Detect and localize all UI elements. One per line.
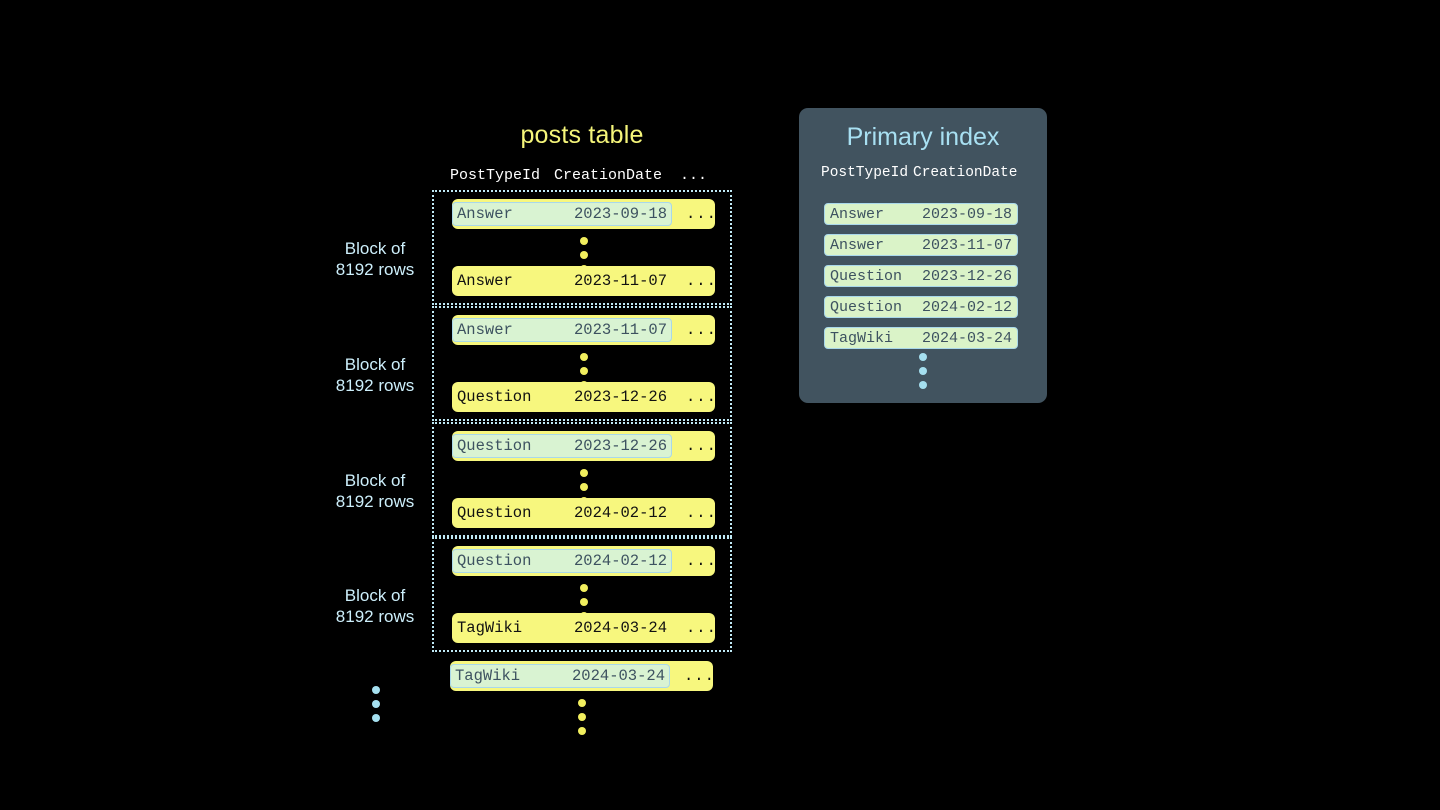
block-3: Question 2023-12-26 ... Question 2024-02… [432, 422, 732, 537]
block-1: Answer 2023-09-18 ... Answer 2023-11-07 … [432, 190, 732, 305]
blocks-continuation-dots [372, 686, 380, 722]
index-row: Question 2024-02-12 [824, 296, 1018, 318]
row-creationdate: 2023-11-07 [573, 321, 667, 339]
index-creationdate: 2024-02-12 [921, 298, 1012, 316]
table-row: Answer 2023-11-07 ... [452, 315, 717, 345]
index-creationdate: 2023-12-26 [921, 267, 1012, 285]
row-creationdate: 2023-12-26 [573, 437, 667, 455]
index-posttypeid: Answer [830, 205, 885, 223]
index-creationdate: 2023-09-18 [921, 205, 1012, 223]
row-posttypeid: Answer [457, 205, 513, 223]
row-posttypeid: Answer [457, 321, 513, 339]
row-creationdate: 2023-12-26 [573, 388, 667, 406]
table-row: Question 2023-12-26 ... [452, 382, 717, 412]
index-row: Question 2023-12-26 [824, 265, 1018, 287]
index-creationdate: 2024-03-24 [921, 329, 1012, 347]
block-label-line2: 8192 rows [335, 492, 415, 511]
row-creationdate: 2024-03-24 [573, 619, 667, 637]
index-creationdate: 2023-11-07 [921, 236, 1012, 254]
primary-index-panel: Primary index PostTypeId CreationDate An… [799, 108, 1047, 403]
row-posttypeid: Question [457, 437, 532, 455]
row-creationdate: 2023-09-18 [573, 205, 667, 223]
posts-table-column-headers: PostTypeId CreationDate ... [450, 165, 713, 185]
block-4: Question 2024-02-12 ... TagWiki 2024-03-… [432, 537, 732, 652]
row-posttypeid: TagWiki [457, 619, 523, 637]
index-posttypeid: Question [830, 267, 903, 285]
posts-table-title: posts table [520, 121, 644, 149]
block-4-label: Block of 8192 rows [300, 585, 450, 627]
index-posttypeid: Question [830, 298, 903, 316]
row-ellipsis: ... [686, 205, 717, 223]
table-row: Question 2023-12-26 ... [452, 431, 717, 461]
column-header-creationdate: CreationDate [554, 166, 663, 184]
table-row: Answer 2023-11-07 ... [452, 266, 717, 296]
table-row: TagWiki 2024-03-24 ... [452, 613, 717, 643]
index-posttypeid: Answer [830, 236, 885, 254]
row-ellipsis: ... [686, 388, 717, 406]
block-label-line2: 8192 rows [335, 607, 415, 626]
row-ellipsis: ... [686, 321, 717, 339]
block-label-line1: Block of [344, 239, 406, 258]
row-creationdate: 2024-02-12 [573, 504, 667, 522]
index-posttypeid: TagWiki [830, 329, 894, 347]
table-row: Answer 2023-09-18 ... [452, 199, 717, 229]
row-posttypeid: Question [457, 388, 532, 406]
column-header-ellipsis: ... [680, 166, 708, 184]
row-creationdate: 2024-03-24 [571, 667, 665, 685]
block-label-line1: Block of [344, 355, 406, 374]
column-header-posttypeid: PostTypeId [450, 166, 541, 184]
index-row: Answer 2023-11-07 [824, 234, 1018, 256]
row-posttypeid: Answer [457, 272, 513, 290]
row-posttypeid: Question [457, 552, 532, 570]
primary-index-continuation-dots [919, 353, 927, 389]
index-row: TagWiki 2024-03-24 [824, 327, 1018, 349]
block-label-line2: 8192 rows [335, 376, 415, 395]
block-3-label: Block of 8192 rows [300, 470, 450, 512]
row-creationdate: 2024-02-12 [573, 552, 667, 570]
block-1-label: Block of 8192 rows [300, 238, 450, 280]
row-ellipsis: ... [684, 667, 715, 685]
block-label-line1: Block of [344, 586, 406, 605]
primary-index-rows: Answer 2023-09-18 Answer 2023-11-07 Ques… [824, 203, 1018, 349]
block-label-line2: 8192 rows [335, 260, 415, 279]
row-ellipsis: ... [686, 504, 717, 522]
table-row: Question 2024-02-12 ... [452, 546, 717, 576]
row-posttypeid: TagWiki [455, 667, 521, 685]
block-label-line1: Block of [344, 471, 406, 490]
row-creationdate: 2023-11-07 [573, 272, 667, 290]
row-ellipsis: ... [686, 437, 717, 455]
index-row: Answer 2023-09-18 [824, 203, 1018, 225]
table-row-trailing: TagWiki 2024-03-24 ... [450, 661, 715, 691]
primary-index-title: Primary index [846, 123, 1000, 151]
row-ellipsis: ... [686, 272, 717, 290]
table-row: Question 2024-02-12 ... [452, 498, 717, 528]
block-2-label: Block of 8192 rows [300, 354, 450, 396]
column-header-creationdate: CreationDate [913, 165, 1018, 181]
table-continuation-dots [578, 699, 586, 735]
row-ellipsis: ... [686, 552, 717, 570]
primary-index-column-headers: PostTypeId CreationDate [821, 165, 1021, 181]
block-2: Answer 2023-11-07 ... Question 2023-12-2… [432, 306, 732, 421]
row-posttypeid: Question [457, 504, 532, 522]
column-header-posttypeid: PostTypeId [821, 165, 909, 181]
row-ellipsis: ... [686, 619, 717, 637]
